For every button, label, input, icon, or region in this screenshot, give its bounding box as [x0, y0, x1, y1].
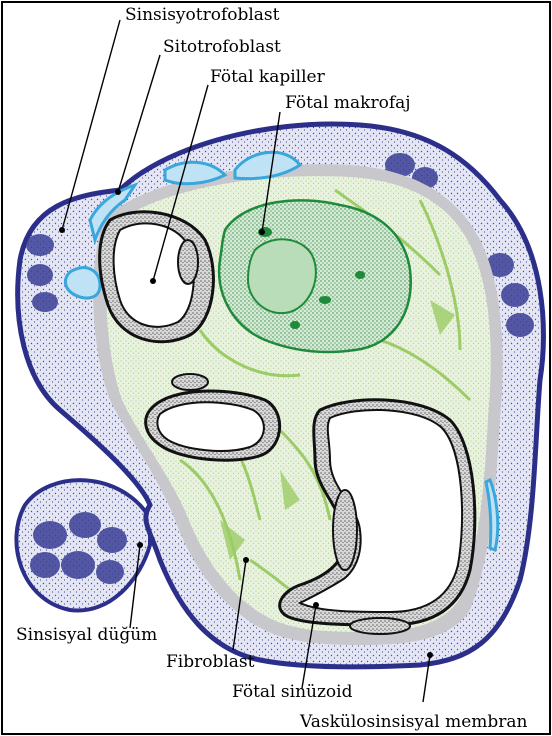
label-fotal-sinuzoid: Fötal sinüzoid	[232, 682, 353, 702]
label-sinsisyotrofoblast: Sinsisyotrofoblast	[125, 5, 280, 25]
label-fibroblast: Fibroblast	[166, 652, 255, 672]
label-sinsisyal-dugum: Sinsisyal düğüm	[16, 625, 157, 645]
label-vaskulosinsisyal-membran: Vaskülosinsisyal membran	[299, 712, 528, 732]
fetal-macrophage	[219, 200, 411, 352]
label-fotal-kapiller: Fötal kapiller	[210, 67, 326, 87]
syncytial-knot	[16, 480, 150, 610]
label-fotal-makrofaj: Fötal makrofaj	[285, 93, 411, 113]
fetal-capillary	[100, 212, 214, 342]
label-sitotrofoblast: Sitotrofoblast	[163, 37, 281, 57]
